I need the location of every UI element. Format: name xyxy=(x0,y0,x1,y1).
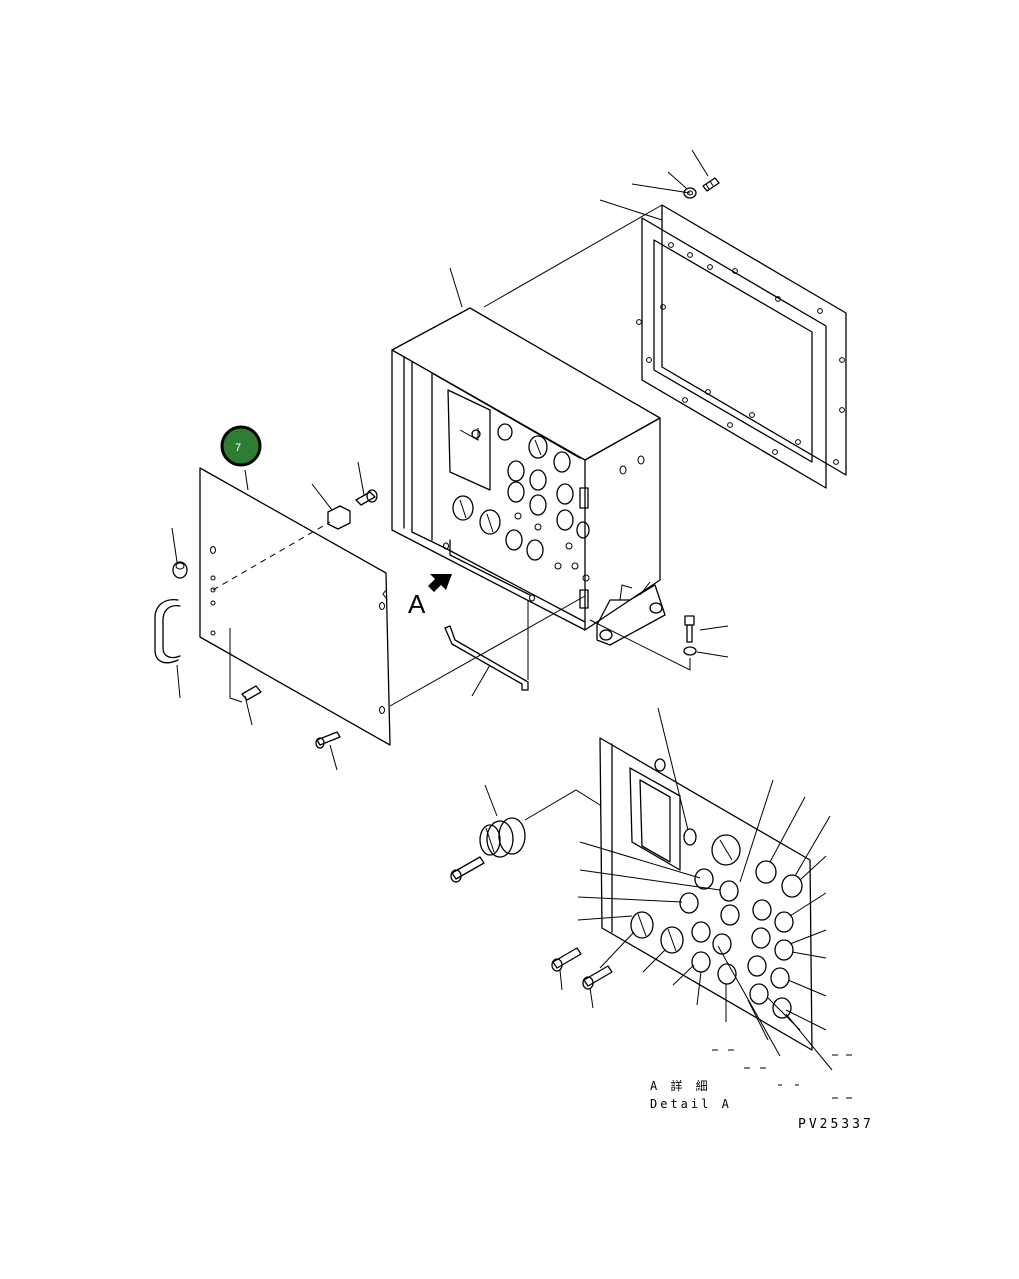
drawing-number: PV25337 xyxy=(798,1117,874,1132)
bolt-icon-top xyxy=(702,177,720,192)
dashed-guide xyxy=(212,521,331,591)
bolt-icon-detail-1 xyxy=(450,856,485,883)
leader-lines-top xyxy=(449,149,709,308)
bolt-icon-detail-3 xyxy=(582,965,613,1009)
screw-icon-lower xyxy=(241,685,262,726)
washer-icon-mid xyxy=(589,619,729,671)
callout-badge-circle[interactable] xyxy=(220,425,262,467)
leader-lines-detail xyxy=(577,707,833,1071)
knob-icon xyxy=(171,527,188,579)
latch-icon xyxy=(311,483,351,530)
detail-title: A 詳 細 xyxy=(650,1078,711,1093)
u-bar-icon xyxy=(444,600,529,697)
plug-icon xyxy=(479,784,601,858)
cover-plate xyxy=(199,467,391,746)
callout-badge-number[interactable]: 7 xyxy=(235,442,241,454)
view-arrow-icon xyxy=(428,574,452,592)
gasket-frame xyxy=(636,204,847,489)
bolt-icon-bottom xyxy=(315,731,341,771)
washer-icon xyxy=(683,187,697,199)
callout-badge[interactable]: 7 xyxy=(220,425,262,467)
detail-caption: Detail A xyxy=(650,1097,732,1111)
control-box xyxy=(391,307,666,646)
bolt-icon-detail-2 xyxy=(551,947,582,991)
screw-icon-top xyxy=(355,461,378,506)
handle-icon xyxy=(154,599,181,699)
detail-a-panel xyxy=(599,737,813,1051)
bolt-icon-mid xyxy=(684,615,729,643)
box-connectors xyxy=(452,423,590,582)
alignment-line xyxy=(389,595,586,707)
dash-marks xyxy=(712,1049,852,1099)
detail-a-connectors xyxy=(630,834,803,1019)
view-label: A xyxy=(408,589,426,619)
